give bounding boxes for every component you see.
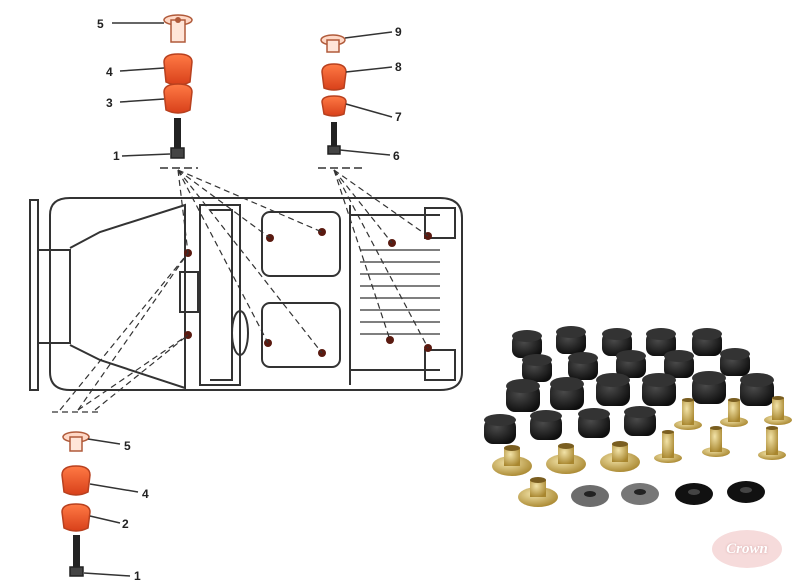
rubber-bushing-rows xyxy=(484,326,774,444)
callout-label: 1 xyxy=(134,569,141,583)
callout-label: 5 xyxy=(124,439,131,453)
washers xyxy=(571,481,765,507)
exploded-diagram: 5 4 3 1 9 8 7 6 5 4 2 1 xyxy=(29,14,463,583)
washer-part xyxy=(320,34,346,53)
stack-top-left xyxy=(112,14,198,169)
product-photo xyxy=(484,326,792,507)
callout-label: 1 xyxy=(113,149,120,163)
stack-top-right xyxy=(318,31,393,169)
bolt-part xyxy=(170,118,185,159)
callout-label: 9 xyxy=(395,25,402,39)
cushion-part xyxy=(61,465,91,496)
vehicle-top-view xyxy=(29,197,463,391)
callout-label: 6 xyxy=(393,149,400,163)
cushion-part xyxy=(321,95,347,117)
callout-label: 4 xyxy=(142,487,149,501)
cushion-part xyxy=(163,83,193,114)
callout-label: 2 xyxy=(122,517,129,531)
crown-logo: Crown xyxy=(712,530,782,568)
callout-label: 5 xyxy=(97,17,104,31)
leader-lines xyxy=(52,169,429,413)
washer-part xyxy=(163,14,193,43)
cushion-part xyxy=(321,63,347,91)
callout-label: 7 xyxy=(395,110,402,124)
callout-label: 3 xyxy=(106,96,113,110)
callout-label: 8 xyxy=(395,60,402,74)
cushion-part xyxy=(163,53,193,86)
bolt-part xyxy=(327,122,341,155)
washer-part xyxy=(62,431,90,452)
bolt-part xyxy=(69,535,84,577)
cushion-part xyxy=(61,503,91,532)
stack-bottom-left xyxy=(61,431,139,577)
callout-label: 4 xyxy=(106,65,113,79)
brass-sleeves xyxy=(492,396,792,507)
